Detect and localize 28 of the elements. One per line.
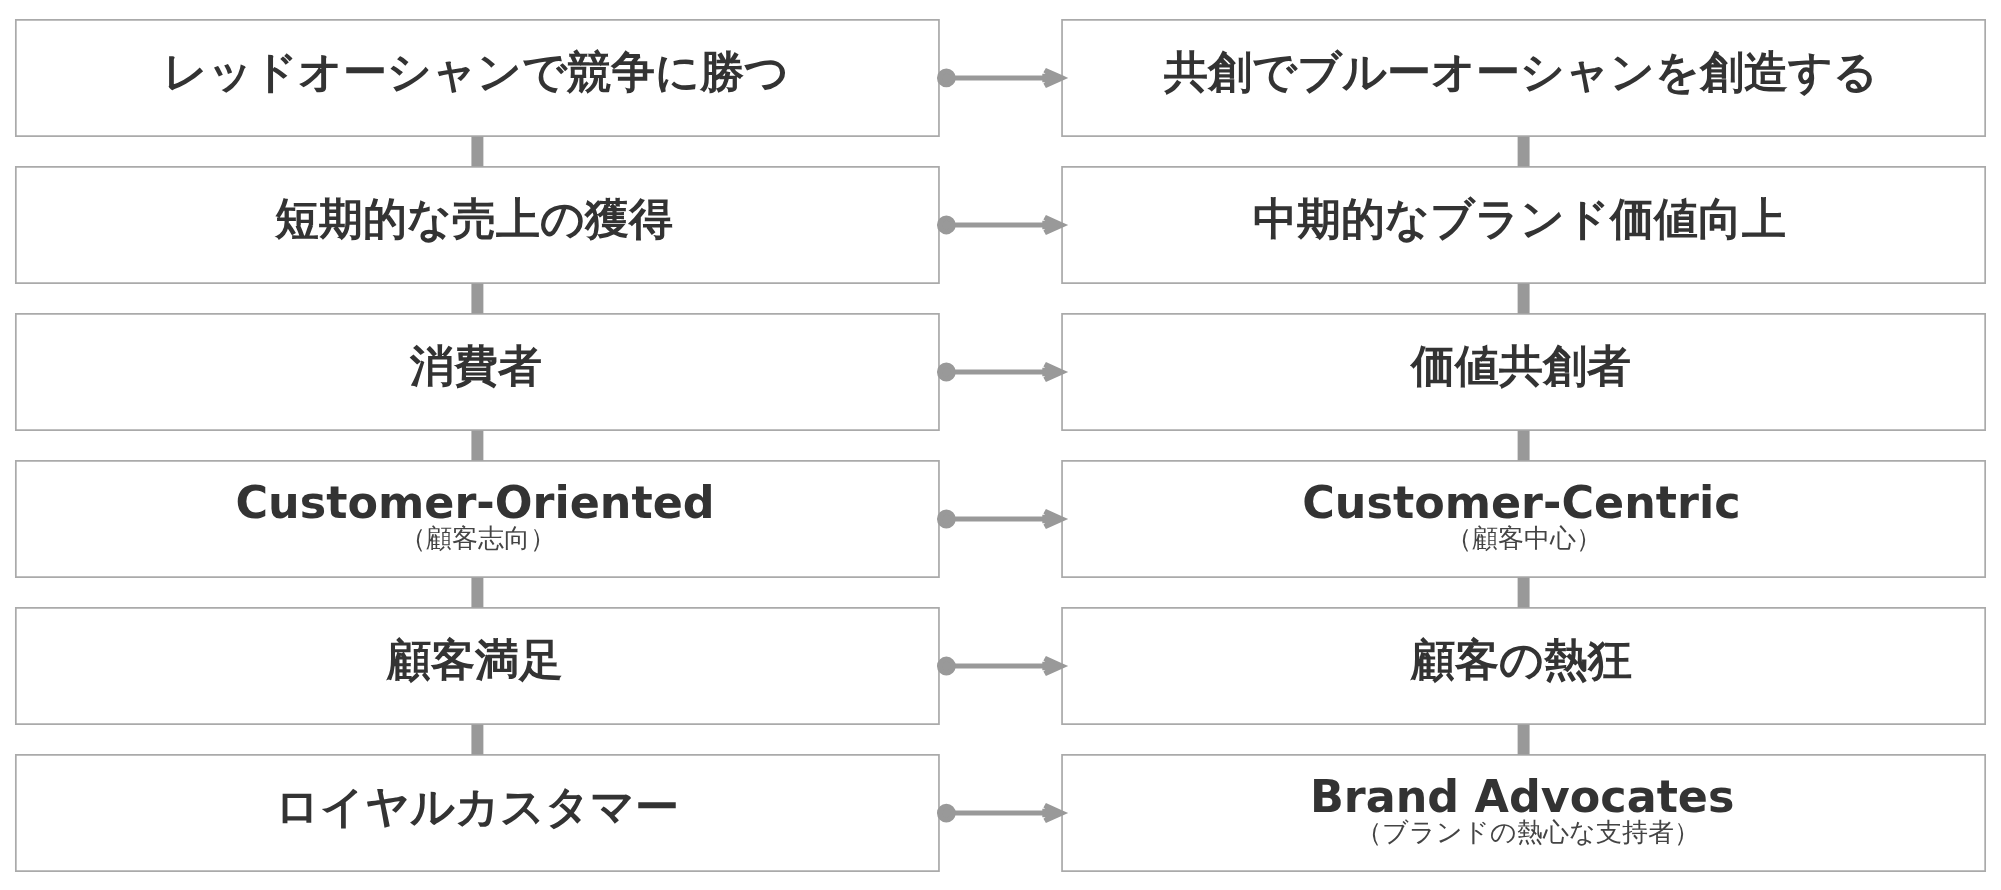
connector	[471, 430, 484, 460]
node-box: 顧客満足	[15, 606, 940, 725]
arrow	[936, 655, 1065, 676]
connector	[1517, 577, 1530, 607]
node-box: 価値共創者	[1061, 312, 1986, 431]
arrow	[936, 361, 1065, 382]
node-box: 共創でブルーオーシャンを創造する	[1061, 18, 1986, 137]
connector	[471, 724, 484, 754]
connector	[471, 136, 484, 166]
node-box: 短期的な売上の獲得	[15, 165, 940, 284]
node-box: ロイヤルカスタマー	[15, 753, 940, 872]
connector	[471, 577, 484, 607]
connector	[1517, 136, 1530, 166]
connector	[1517, 430, 1530, 460]
node-box: Customer-Centric （顧客中心）	[1061, 459, 1986, 578]
connector	[471, 283, 484, 313]
node-box: Customer-Oriented （顧客志向）	[15, 459, 940, 578]
node-box: Brand Advocates （ブランドの熱心な支持者）	[1061, 753, 1986, 872]
node-box: レッドオーシャンで競争に勝つ	[15, 18, 940, 137]
node-box: 消費者	[15, 312, 940, 431]
node-box: 顧客の熱狂	[1061, 606, 1986, 725]
arrow	[936, 67, 1065, 88]
connector	[1517, 724, 1530, 754]
arrow	[936, 508, 1065, 529]
node-box: 中期的なブランド価値向上	[1061, 165, 1986, 284]
arrow	[936, 802, 1065, 823]
connector	[1517, 283, 1530, 313]
arrow	[936, 214, 1065, 235]
